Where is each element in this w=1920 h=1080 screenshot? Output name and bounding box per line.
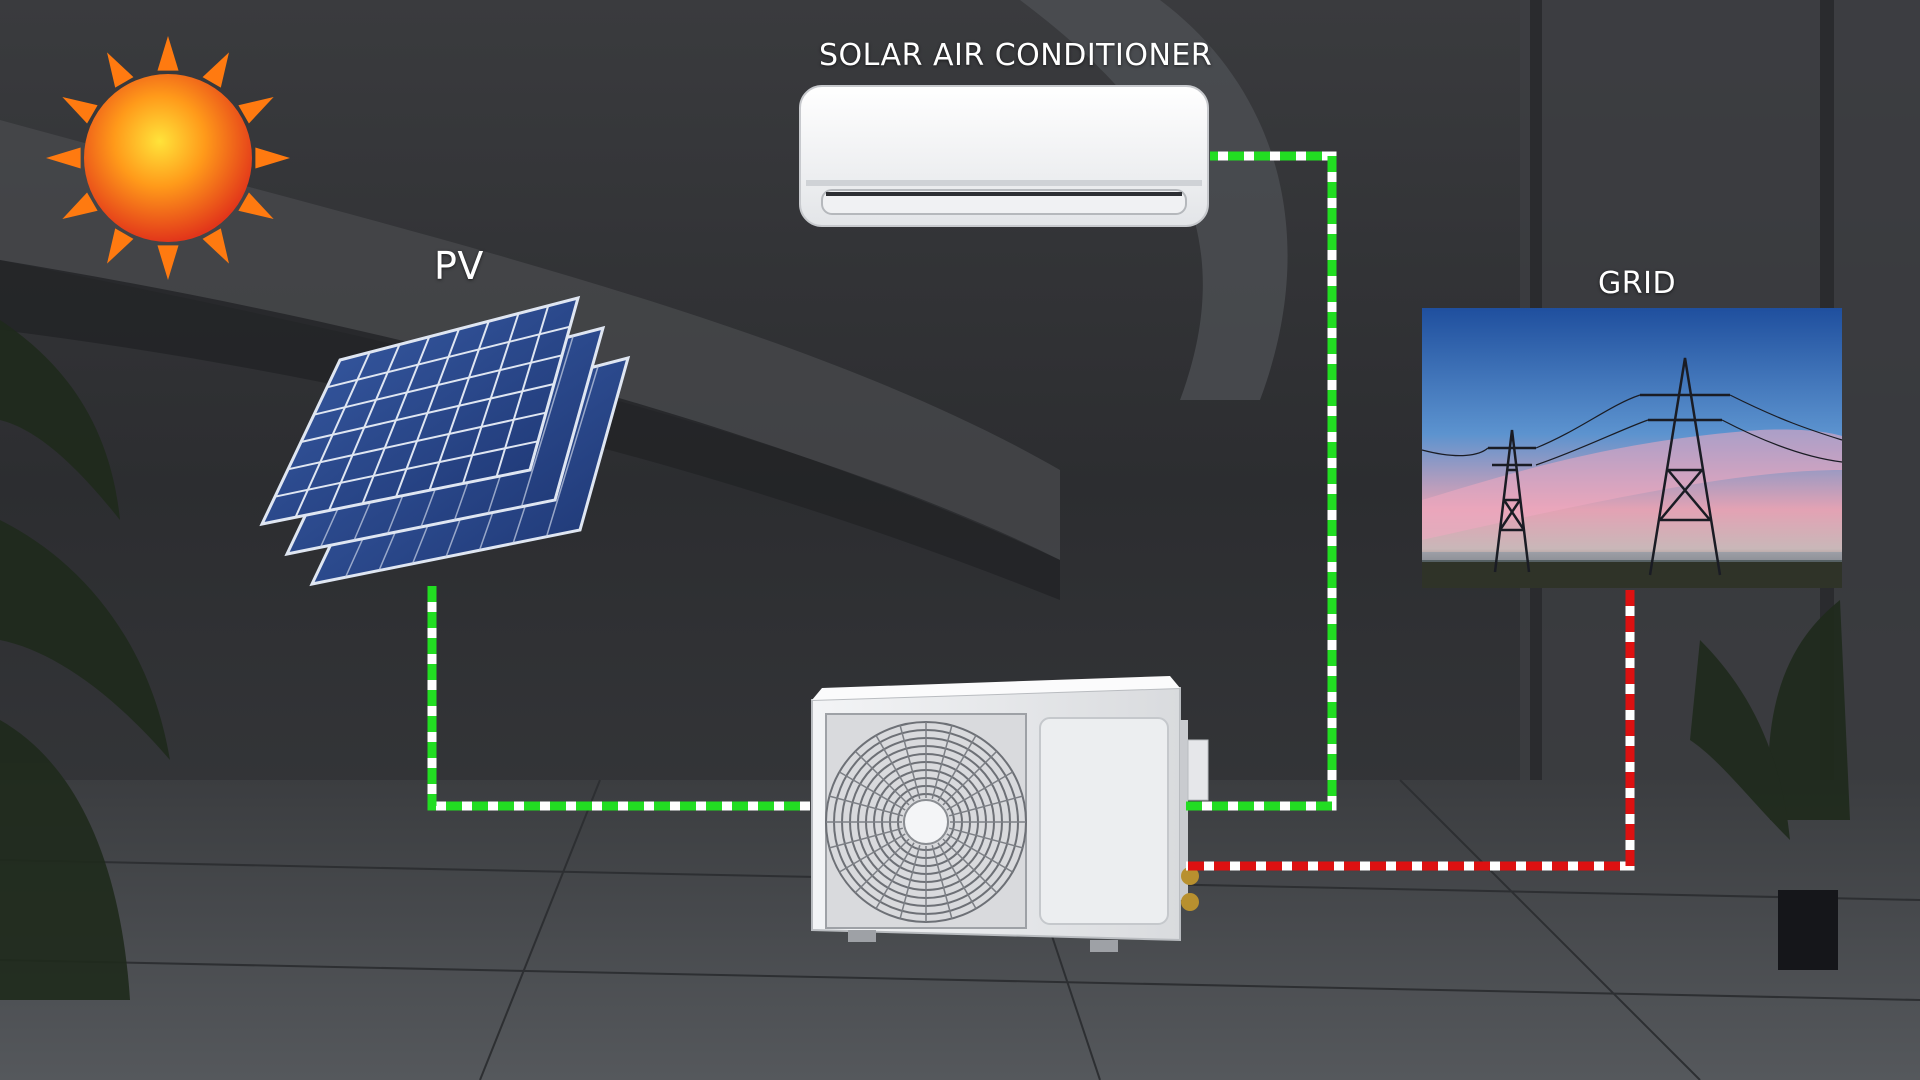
fan-grille-icon [825, 721, 1027, 923]
grid-to-outdoor-line [1186, 590, 1635, 871]
outdoor-ac-unit-icon [811, 676, 1209, 952]
connection-lines [427, 151, 1635, 871]
grid-label: GRID [1598, 266, 1677, 301]
solar-panel-icon [259, 295, 631, 587]
power-tower-icon [1421, 308, 1843, 588]
sun-icon [46, 36, 290, 280]
air-conditioner-label: SOLAR AIR CONDITIONER [819, 38, 1213, 73]
outdoor-to-indoor-line [1186, 151, 1337, 811]
indoor-ac-unit-icon [799, 85, 1209, 227]
pv-label: PV [434, 244, 484, 288]
pv-to-outdoor-line [427, 586, 810, 811]
